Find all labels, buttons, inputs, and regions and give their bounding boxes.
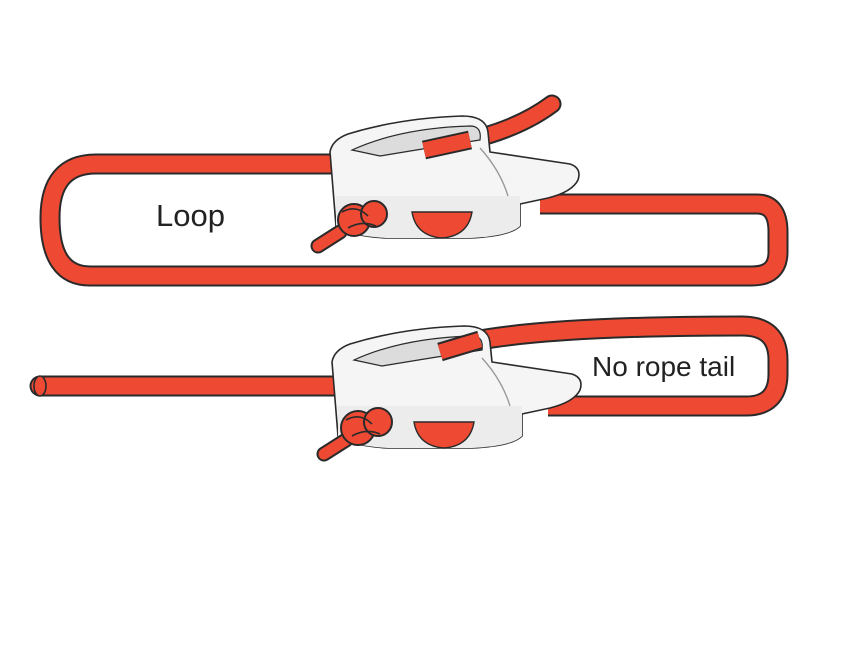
top-knot — [310, 200, 388, 254]
loop-assembly — [39, 94, 789, 287]
no-tail-assembly — [29, 315, 789, 462]
loop-label: Loop — [156, 198, 225, 233]
bottom-knot — [316, 407, 393, 462]
loop-rope — [39, 153, 789, 287]
tail-rope-loop — [478, 315, 789, 417]
loop-rope-entry — [421, 130, 473, 160]
tail-rope-entry — [437, 330, 483, 362]
tail-rope-left — [29, 375, 347, 397]
no-rope-tail-label: No rope tail — [592, 351, 736, 382]
